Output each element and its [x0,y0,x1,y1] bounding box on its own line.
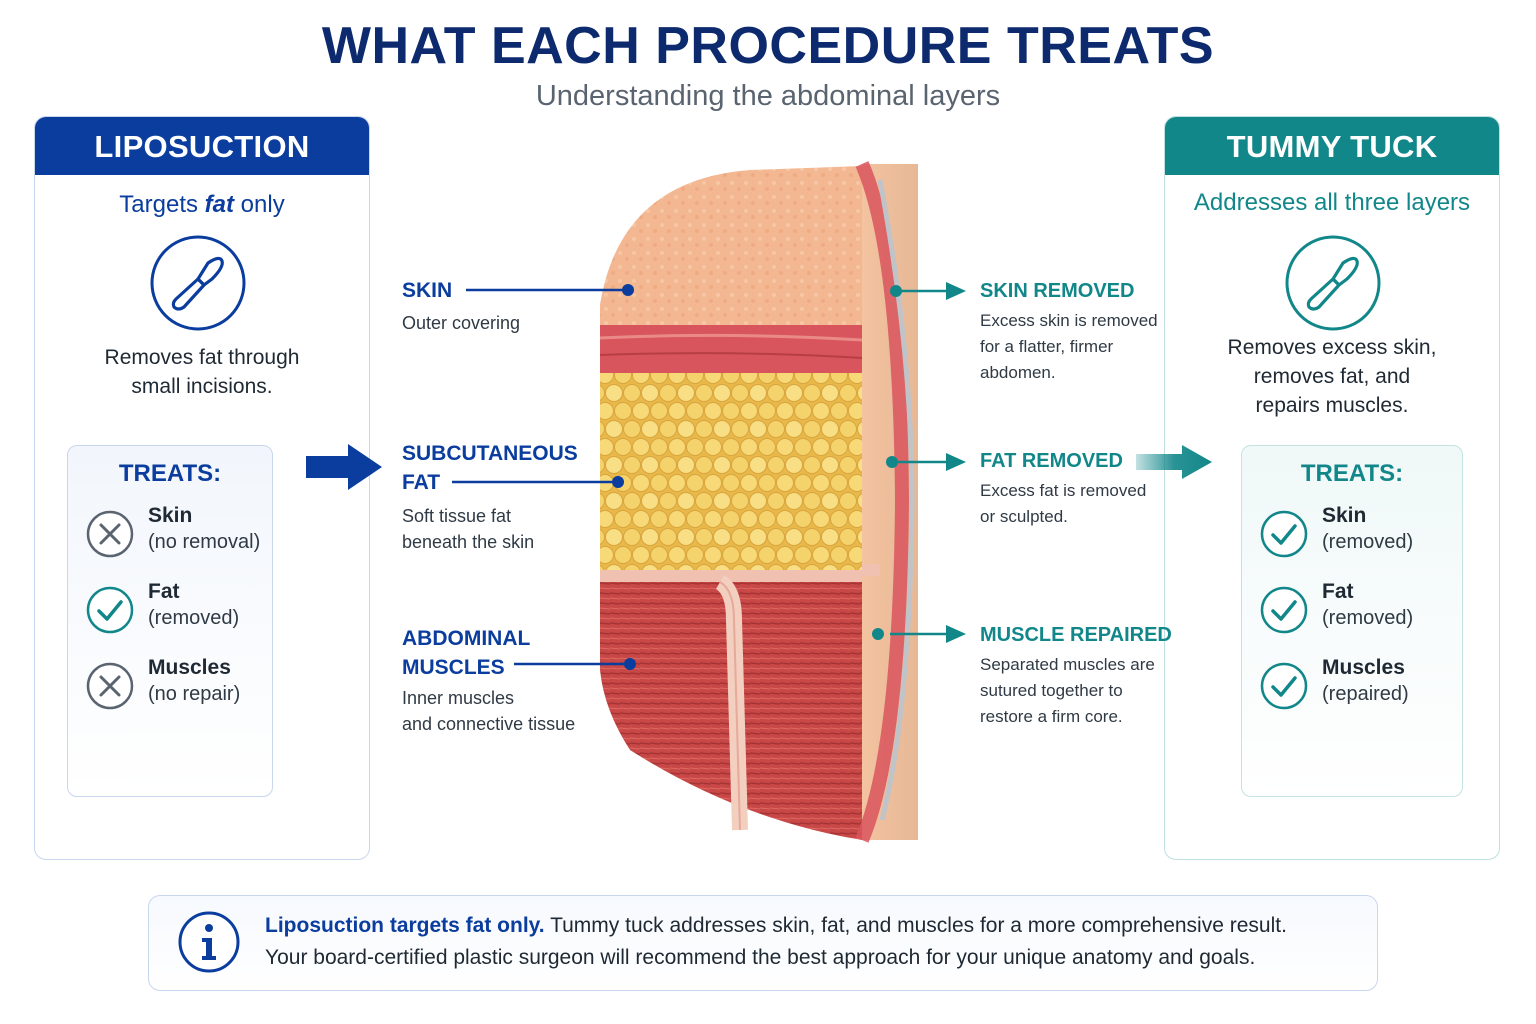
label-fat-title: SUBCUTANEOUS FAT [402,442,578,494]
check-circle-icon [1260,586,1308,634]
treats-title: TREATS: [118,460,222,487]
info-line-2: Your board-certified plastic surgeon wil… [265,946,1256,969]
treat-item-fat: Fat (removed) [1260,580,1450,640]
abdominal-cross-section-diagram [599,161,918,843]
x-circle-icon [86,510,134,558]
liposuction-description: Removes fat through small incisions. [104,346,300,398]
info-line-1: Liposuction targets fat only. Tummy tuck… [265,914,1287,937]
liposuction-header: LIPOSUCTION [35,117,369,175]
label-muscles-desc: Inner muscles and connective tissue [402,688,576,734]
arrow-right-icon [306,444,382,490]
result-fat-desc: Excess fat is removed or sculpted. [980,481,1147,526]
result-muscle-title: MUSCLE REPAIRED [980,624,1172,646]
page-title: WHAT EACH PROCEDURE TREATS [321,17,1215,75]
treats-title: TREATS: [1300,460,1404,487]
info-box: Liposuction targets fat only. Tummy tuck… [148,895,1378,991]
tummy-tuck-treats-box: TREATS: Skin (removed) Fat (removed) Mus… [1241,445,1463,797]
treat-item-skin: Skin (removed) [1260,504,1450,564]
liposuction-treats-box: TREATS: Skin (no removal) Fat (removed) … [67,445,273,797]
leader-lines-left [452,288,628,666]
check-circle-icon [86,586,134,634]
label-muscles-title: ABDOMINAL MUSCLES [402,627,531,679]
liposuction-subtitle: Targets fat only [119,191,285,218]
result-muscle-desc: Separated muscles are sutured together t… [980,655,1155,726]
treat-item-muscles: Muscles (no repair) [86,656,276,716]
page-subtitle: Understanding the abdominal layers [535,80,1001,112]
check-circle-icon [1260,662,1308,710]
treat-item-fat: Fat (removed) [86,580,276,640]
arrow-right-icon [1136,445,1212,479]
treat-item-skin: Skin (no removal) [86,504,276,564]
check-circle-icon [1260,510,1308,558]
result-skin-desc: Excess skin is removed for a flatter, fi… [980,311,1158,382]
liposuction-panel: LIPOSUCTION Targets fat only Removes fat… [34,116,370,860]
scalpel-icon [1285,235,1381,331]
x-circle-icon [86,662,134,710]
label-fat-desc: Soft tissue fat beneath the skin [402,506,535,552]
scalpel-icon [150,235,246,331]
leader-lines-right [890,282,966,643]
tummy-tuck-description: Removes excess skin, removes fat, and re… [1227,336,1437,417]
label-skin-title: SKIN [402,279,453,302]
label-skin-desc: Outer covering [402,313,521,333]
tummy-tuck-header: TUMMY TUCK [1165,117,1499,175]
treat-item-muscles: Muscles (repaired) [1260,656,1450,716]
tummy-tuck-panel: TUMMY TUCK Addresses all three layers Re… [1164,116,1500,860]
result-fat-title: FAT REMOVED [980,450,1123,472]
tummy-tuck-subtitle: Addresses all three layers [1193,189,1471,216]
result-skin-title: SKIN REMOVED [980,280,1135,302]
info-icon [178,911,240,973]
